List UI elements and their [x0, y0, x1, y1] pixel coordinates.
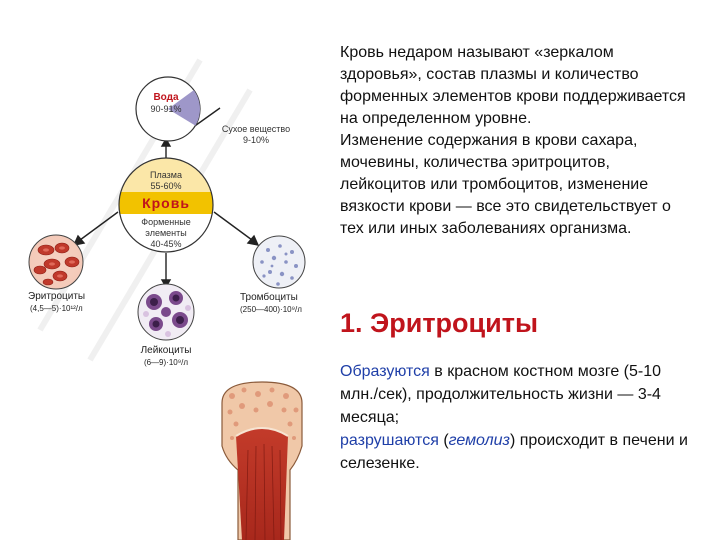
platelets-circle [252, 235, 306, 289]
blood-circle: Плазма 55-60% Кровь Форменные элементы 4… [118, 157, 214, 253]
erythrocytes-info: Образуются в красном костном мозге (5-10… [340, 360, 695, 475]
formation-line: Образуются в красном костном мозге (5-10… [340, 360, 695, 429]
leukocytes-circle [137, 283, 195, 341]
intro-paragraph-1: Кровь недаром называют «зеркалом здоровь… [340, 44, 686, 127]
dry-matter-value: 9-10% [243, 135, 269, 145]
formed-title-2: элементы [145, 228, 186, 238]
leukocytes-value: (6—9)·10⁹/л [144, 358, 188, 367]
intro-paragraph-2: Изменение содержания в крови сахара, моч… [340, 132, 671, 237]
blood-title: Кровь [142, 195, 190, 211]
section-heading: 1. Эритроциты [340, 308, 539, 338]
platelets-value: (250—400)·10⁹/л [240, 305, 302, 314]
formed-text: в красном костном мозге (5-10 млн./сек),… [340, 363, 662, 426]
platelets-title: Тромбоциты [240, 291, 298, 303]
plasma-title: Плазма [150, 170, 182, 180]
erythrocytes-circle [28, 234, 84, 290]
water-title: Вода [153, 92, 179, 103]
water-value: 90-91% [150, 104, 181, 114]
destroyed-text: ) происходит в печени и селезенке. [340, 432, 688, 472]
leukocytes-title: Лейкоциты [141, 345, 192, 356]
erythrocytes-title: Эритроциты [28, 291, 85, 302]
formed-title-1: Форменные [141, 217, 190, 227]
plasma-value: 55-60% [150, 181, 181, 191]
destroyed-term: разрушаются [340, 432, 439, 449]
intro-text: Кровь недаром называют «зеркалом здоровь… [340, 42, 695, 240]
hemolysis-term: гемолиз [448, 432, 510, 449]
water-circle: Вода 90-91% [135, 76, 201, 142]
dry-matter-title: Сухое вещество [222, 124, 290, 134]
erythrocytes-value: (4,5—5)·10¹²/л [30, 304, 83, 313]
destroyed-open: ( [438, 432, 449, 449]
diagram-arrows [72, 107, 260, 289]
formed-term: Образуются [340, 363, 430, 380]
formed-value: 40-45% [150, 239, 181, 249]
destruction-line: разрушаются (гемолиз) происходит в печен… [340, 429, 695, 475]
blood-composition-diagram: Вода 90-91% Сухое вещество 9-10% Плазма … [28, 58, 306, 540]
bone-illustration [221, 381, 303, 540]
